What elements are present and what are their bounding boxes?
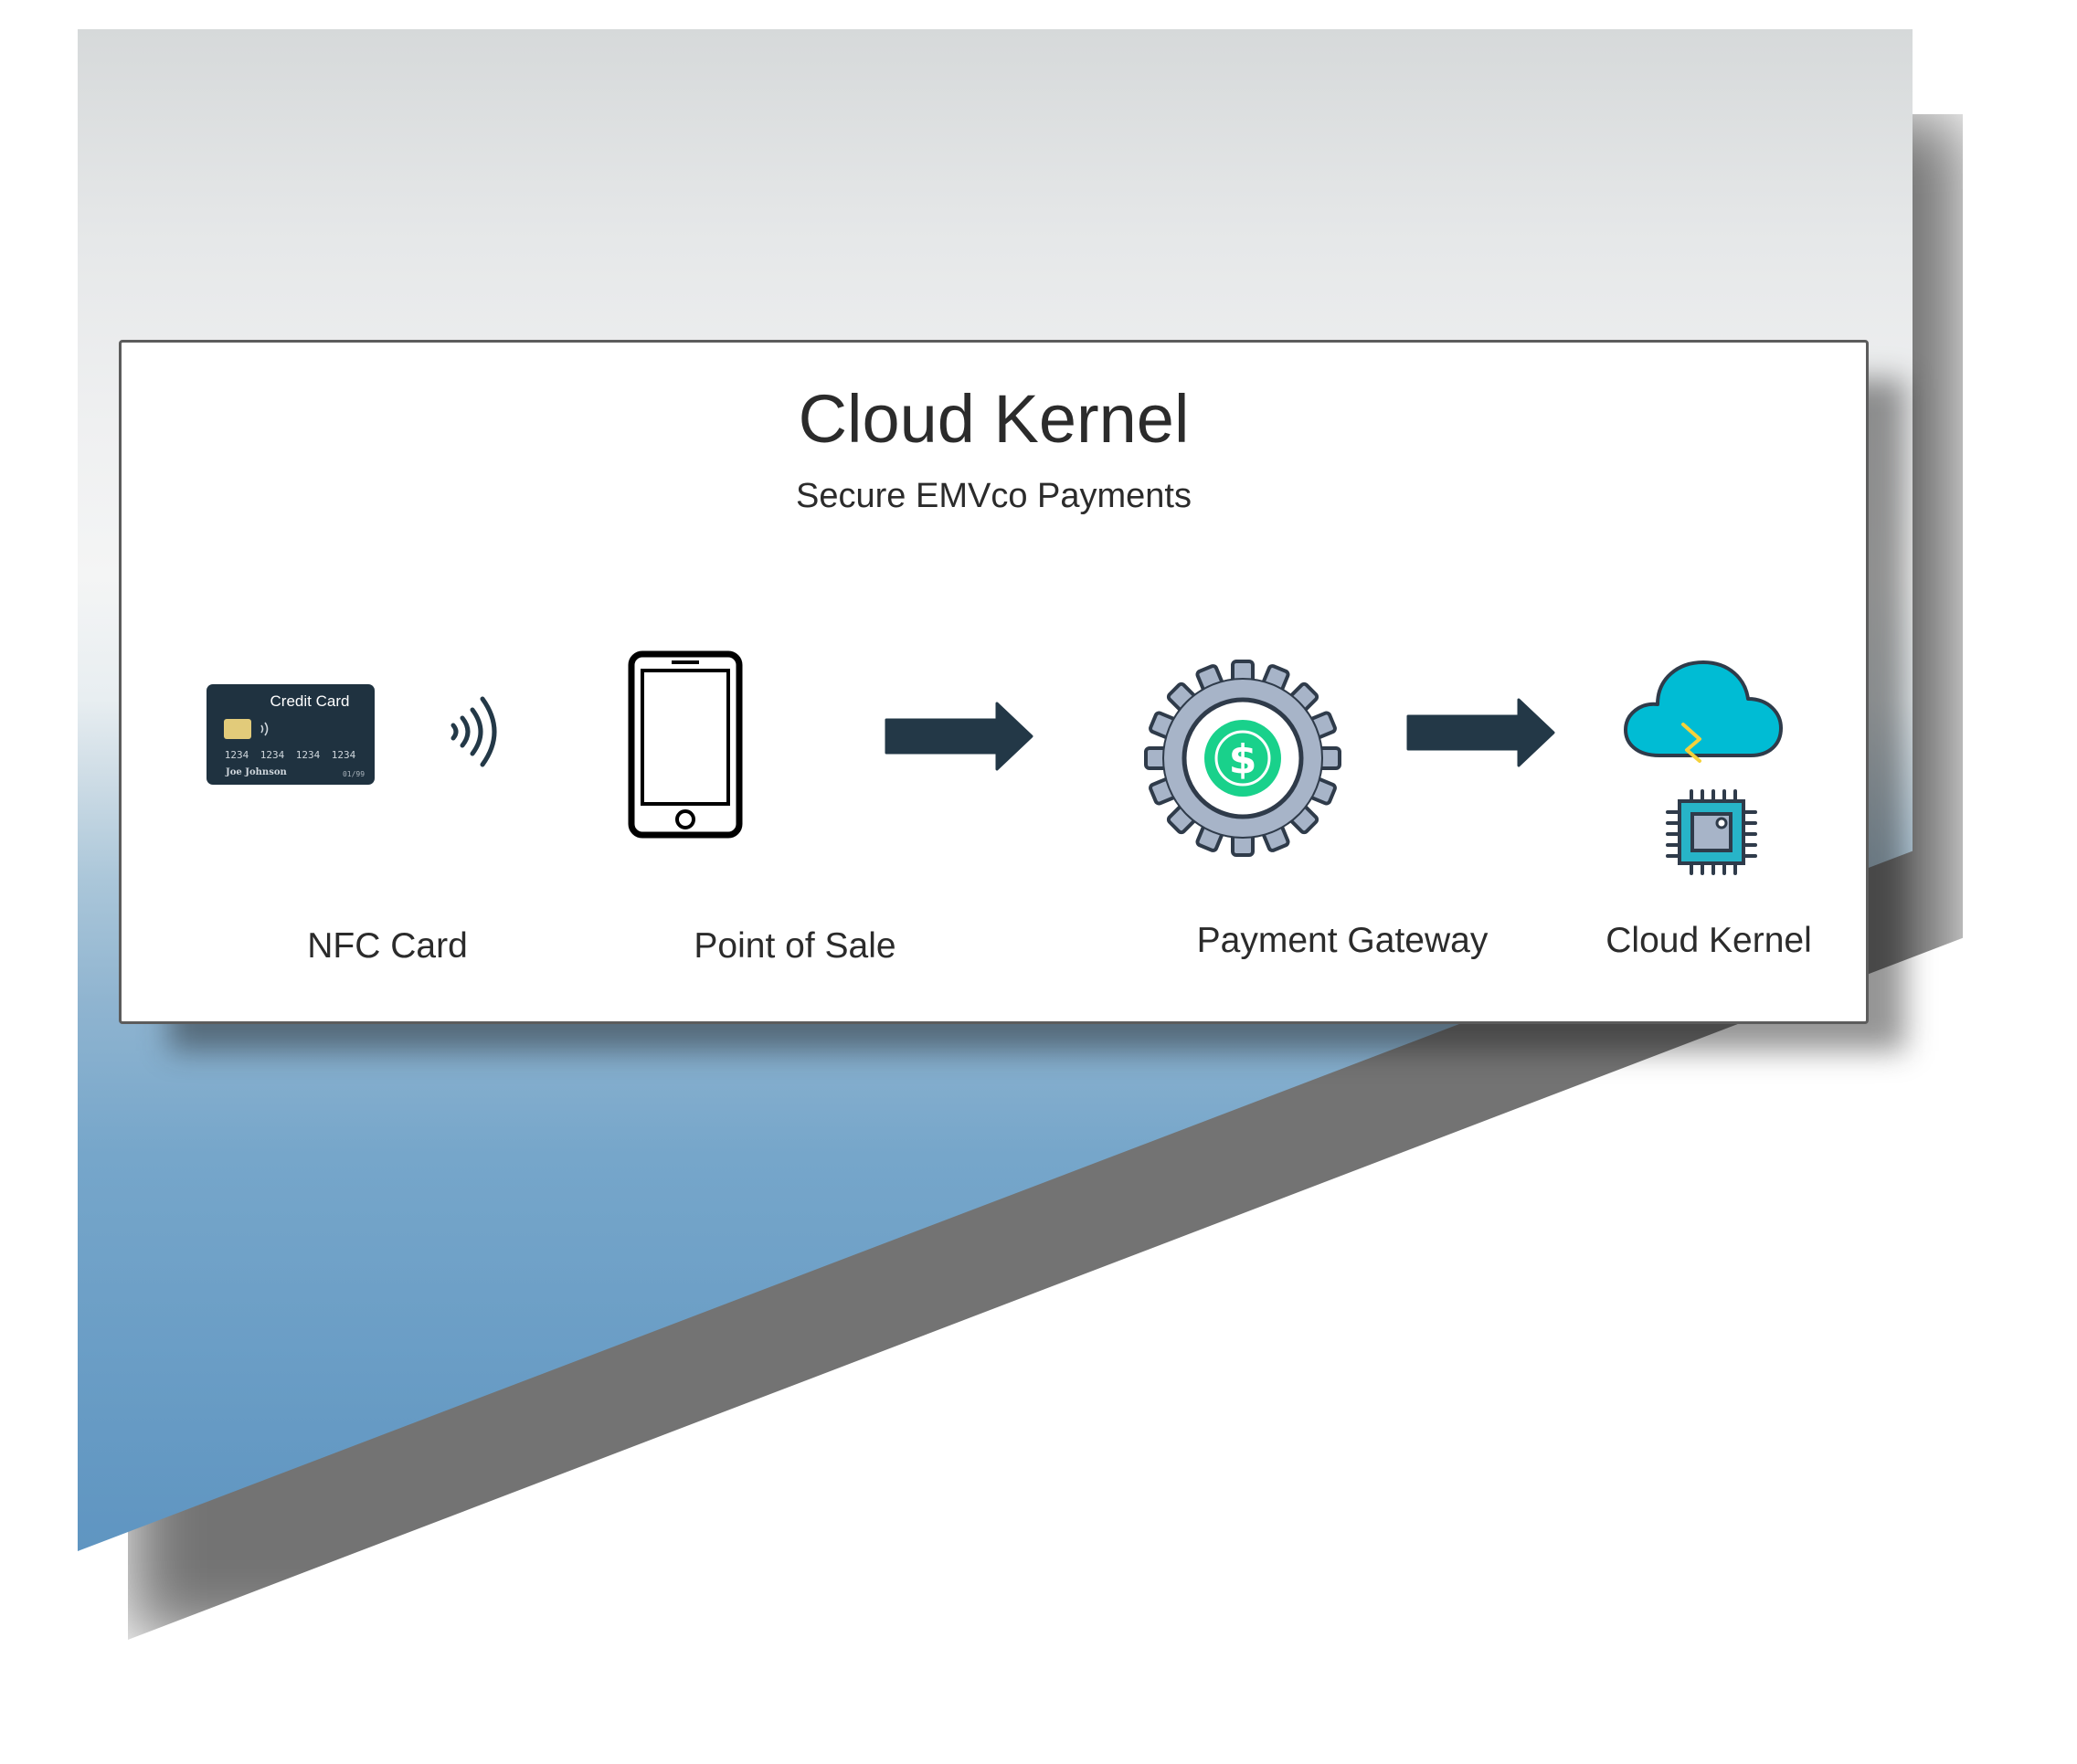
chip-icon xyxy=(1666,789,1757,875)
credit-card-icon: Credit Card 1234 1234 1234 1234 Joe John… xyxy=(207,684,375,785)
svg-text:Joe Johnson: Joe Johnson xyxy=(225,767,287,777)
node-label-nfc-card: NFC Card xyxy=(307,926,468,966)
lightning-icon xyxy=(1681,723,1701,763)
svg-text:$: $ xyxy=(1229,736,1257,783)
svg-text:01/99: 01/99 xyxy=(343,770,365,778)
card-chip-icon xyxy=(224,719,251,739)
diagram-card: Cloud Kernel Secure EMVco Payments Credi… xyxy=(119,340,1869,1024)
svg-text:1234: 1234 xyxy=(260,749,285,761)
card-contactless-icon xyxy=(260,722,269,736)
svg-text:1234: 1234 xyxy=(296,749,321,761)
node-label-cloud-kernel: Cloud Kernel xyxy=(1605,921,1812,960)
arrow-right-icon xyxy=(885,702,1033,771)
nfc-waves-icon xyxy=(450,696,497,767)
arrow-right-icon xyxy=(1406,698,1555,767)
cloud-icon xyxy=(1624,660,1783,763)
svg-text:1234: 1234 xyxy=(332,749,356,761)
node-label-payment-gateway: Payment Gateway xyxy=(1196,921,1489,960)
gear-dollar-icon: $ xyxy=(1144,660,1341,857)
smartphone-icon xyxy=(628,650,743,839)
diagram-title: Cloud Kernel xyxy=(798,381,1190,457)
diagram-subtitle: Secure EMVco Payments xyxy=(796,477,1192,515)
card-brand-text: Credit Card xyxy=(270,692,350,710)
svg-text:1234: 1234 xyxy=(225,749,249,761)
node-label-point-of-sale: Point of Sale xyxy=(694,926,896,966)
